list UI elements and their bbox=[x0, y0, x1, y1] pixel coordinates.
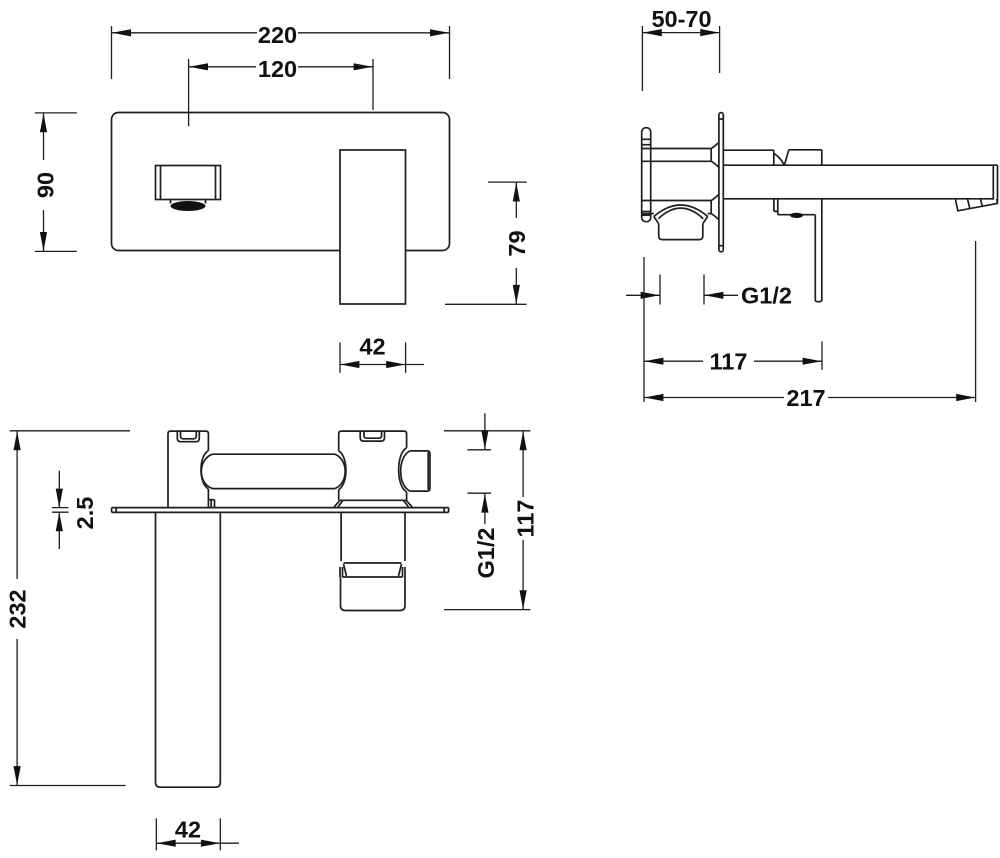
svg-text:2.5: 2.5 bbox=[72, 497, 98, 530]
svg-text:217: 217 bbox=[786, 385, 825, 411]
svg-text:90: 90 bbox=[32, 172, 58, 198]
svg-text:G1/2: G1/2 bbox=[473, 528, 499, 579]
svg-text:117: 117 bbox=[513, 500, 539, 538]
svg-text:232: 232 bbox=[4, 589, 30, 628]
svg-text:50-70: 50-70 bbox=[651, 6, 711, 32]
svg-text:220: 220 bbox=[258, 22, 297, 48]
svg-text:G1/2: G1/2 bbox=[741, 283, 792, 309]
svg-text:117: 117 bbox=[710, 349, 748, 375]
svg-text:79: 79 bbox=[504, 230, 530, 256]
svg-text:120: 120 bbox=[258, 56, 297, 82]
svg-text:42: 42 bbox=[359, 333, 385, 359]
svg-text:42: 42 bbox=[175, 816, 201, 842]
